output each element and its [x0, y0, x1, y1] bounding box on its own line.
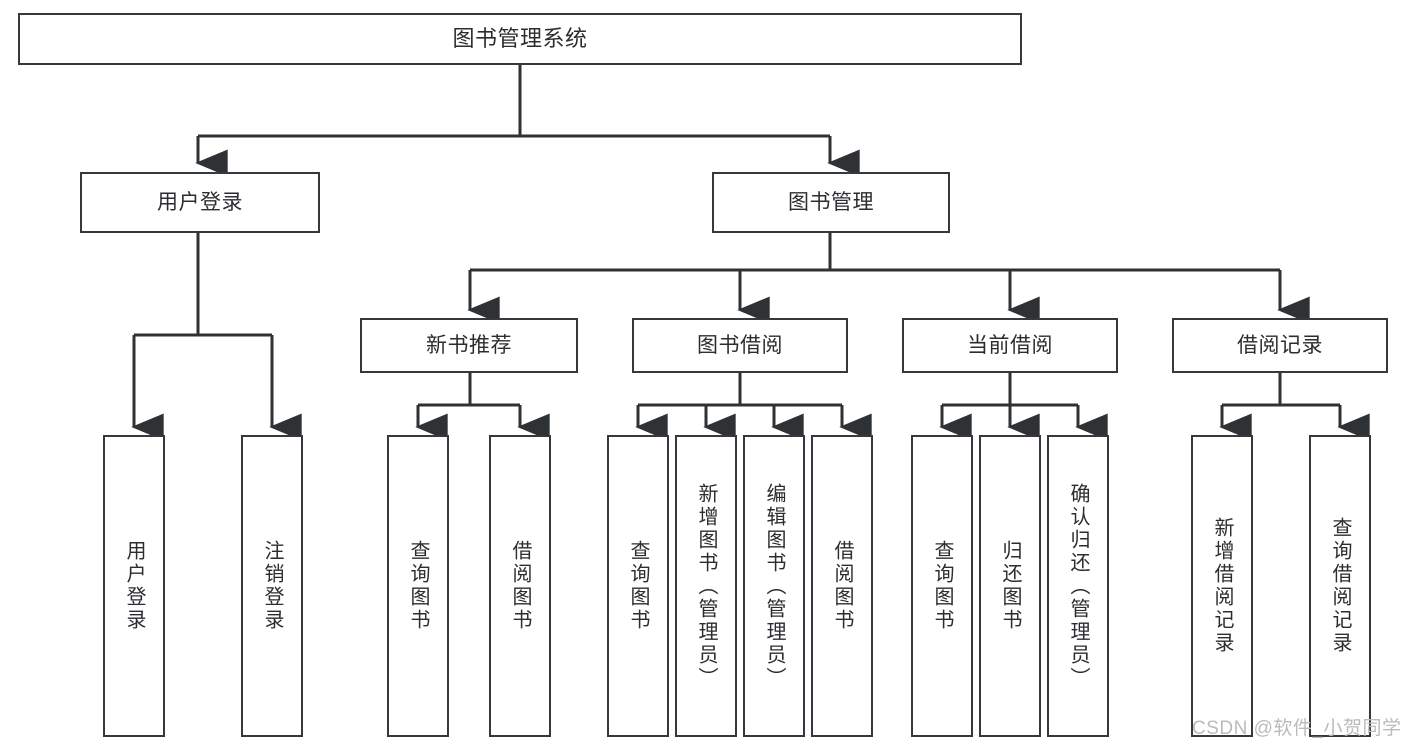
node-label: 注销登录 [261, 540, 283, 632]
node-label: 编辑图书（管理员） [763, 482, 785, 690]
leaf-user-login[interactable]: 用户登录 [103, 435, 165, 737]
node-label: 新书推荐 [426, 333, 512, 357]
leaf-borrow-borrow-book[interactable]: 借阅图书 [811, 435, 873, 737]
watermark: CSDN @软件_小贺同学 [1192, 718, 1402, 739]
node-label: 当前借阅 [967, 333, 1053, 357]
leaf-record-query-borrow-record[interactable]: 查询借阅记录 [1309, 435, 1371, 737]
leaf-recommend-query-book[interactable]: 查询图书 [387, 435, 449, 737]
leaf-borrow-query-book[interactable]: 查询图书 [607, 435, 669, 737]
node-label: 查询图书 [627, 540, 649, 632]
node-label: 用户登录 [123, 540, 145, 632]
node-borrow-record[interactable]: 借阅记录 [1172, 318, 1388, 373]
node-label: 查询图书 [931, 540, 953, 632]
node-book-borrow[interactable]: 图书借阅 [632, 318, 848, 373]
node-label: 图书管理 [788, 190, 874, 214]
node-new-book-recommend[interactable]: 新书推荐 [360, 318, 578, 373]
leaf-current-confirm-return-admin[interactable]: 确认归还（管理员） [1047, 435, 1109, 737]
node-user-login[interactable]: 用户登录 [80, 172, 320, 233]
node-label: 新增借阅记录 [1211, 517, 1233, 655]
node-label: 查询借阅记录 [1329, 517, 1351, 655]
node-label: 用户登录 [157, 190, 243, 214]
node-label: 新增图书（管理员） [695, 482, 717, 690]
leaf-current-return-book[interactable]: 归还图书 [979, 435, 1041, 737]
leaf-current-query-book[interactable]: 查询图书 [911, 435, 973, 737]
leaf-recommend-borrow-book[interactable]: 借阅图书 [489, 435, 551, 737]
node-label: 借阅图书 [509, 540, 531, 632]
node-current-borrow[interactable]: 当前借阅 [902, 318, 1118, 373]
leaf-borrow-edit-book-admin[interactable]: 编辑图书（管理员） [743, 435, 805, 737]
node-label: 归还图书 [999, 540, 1021, 632]
node-label: 查询图书 [407, 540, 429, 632]
node-label: 借阅图书 [831, 540, 853, 632]
node-label: 图书借阅 [697, 333, 783, 357]
leaf-record-add-borrow-record[interactable]: 新增借阅记录 [1191, 435, 1253, 737]
node-label: 图书管理系统 [452, 25, 588, 51]
node-book-management-system[interactable]: 图书管理系统 [18, 13, 1022, 65]
leaf-user-logout[interactable]: 注销登录 [241, 435, 303, 737]
leaf-borrow-add-book-admin[interactable]: 新增图书（管理员） [675, 435, 737, 737]
node-book-management[interactable]: 图书管理 [712, 172, 950, 233]
node-label: 借阅记录 [1237, 333, 1323, 357]
node-label: 确认归还（管理员） [1067, 482, 1089, 690]
